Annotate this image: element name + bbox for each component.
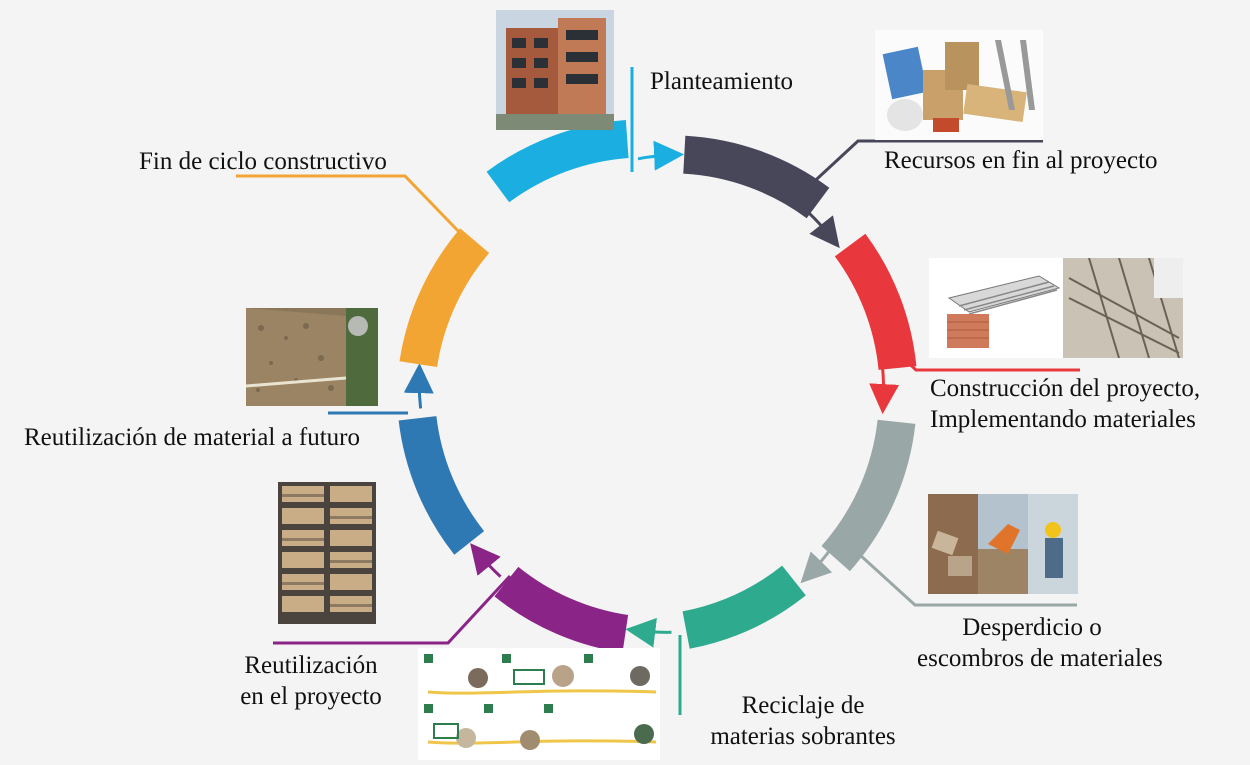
label-reutilizacion-proyecto-line2: en el proyecto bbox=[240, 683, 382, 710]
arrow-planteamiento-recursos bbox=[637, 140, 685, 171]
label-reutilizacion-proyecto-line1: Reutilización bbox=[244, 652, 378, 679]
label-reciclaje: Reciclaje de materias sobrantes bbox=[710, 690, 896, 752]
label-reciclaje-line2: materias sobrantes bbox=[710, 723, 896, 750]
segment-reciclaje bbox=[682, 565, 806, 649]
arrow-reutilizacion-futuro bbox=[470, 543, 502, 578]
arrow-desperdicio-reciclaje bbox=[800, 547, 833, 584]
label-desperdicio: Desperdicio o escombros de materiales bbox=[917, 612, 1163, 674]
label-planteamiento: Planteamiento bbox=[650, 68, 794, 95]
label-reutilizacion-proyecto: Reutilización en el proyecto bbox=[228, 650, 394, 712]
label-reutilizacion-futuro: Reutilización de material a futuro bbox=[24, 424, 360, 451]
leader-desperdicio bbox=[858, 553, 1077, 607]
arrow-futuro-fin bbox=[403, 363, 434, 409]
segment-planteamiento bbox=[486, 120, 629, 203]
label-construccion: Construcción del proyecto, Implementando… bbox=[930, 373, 1200, 435]
arrow-reciclaje-reutilizacion bbox=[625, 617, 672, 648]
leader-recursos bbox=[803, 139, 1043, 192]
segment-recursos bbox=[682, 135, 830, 219]
segment-reutilizacion-futuro bbox=[398, 415, 485, 555]
segment-fin-ciclo bbox=[399, 228, 490, 368]
label-construccion-line2: Implementando materiales bbox=[930, 406, 1196, 433]
debris-photo bbox=[928, 494, 1078, 594]
leader-reutilizacion-proyecto bbox=[273, 574, 512, 645]
label-reciclaje-line1: Reciclaje de bbox=[741, 692, 865, 719]
label-fin-ciclo: Fin de ciclo constructivo bbox=[139, 148, 387, 175]
segment-construccion bbox=[834, 233, 917, 371]
structural-drawing-photo bbox=[929, 258, 1183, 358]
leader-fin-ciclo bbox=[236, 174, 464, 237]
recycling-infographic bbox=[418, 648, 660, 760]
segment-desperdicio bbox=[821, 419, 916, 572]
arrow-recursos-construccion bbox=[808, 212, 840, 249]
construction-materials-photo bbox=[875, 30, 1043, 140]
label-construccion-line1: Construcción del proyecto, bbox=[930, 375, 1201, 402]
stacked-material-shelves-photo bbox=[278, 482, 376, 624]
segment-reutilizacion-proyecto bbox=[494, 566, 629, 653]
label-desperdicio-line2: escombros de materiales bbox=[917, 645, 1163, 672]
leader-construccion bbox=[882, 338, 1080, 372]
building-photo bbox=[496, 10, 614, 130]
label-recursos: Recursos en fin al proyecto bbox=[884, 147, 1158, 174]
label-desperdicio-line1: Desperdicio o bbox=[962, 614, 1102, 641]
arrow-construccion-desperdicio bbox=[869, 367, 900, 415]
rammed-earth-wall-photo bbox=[246, 308, 378, 406]
